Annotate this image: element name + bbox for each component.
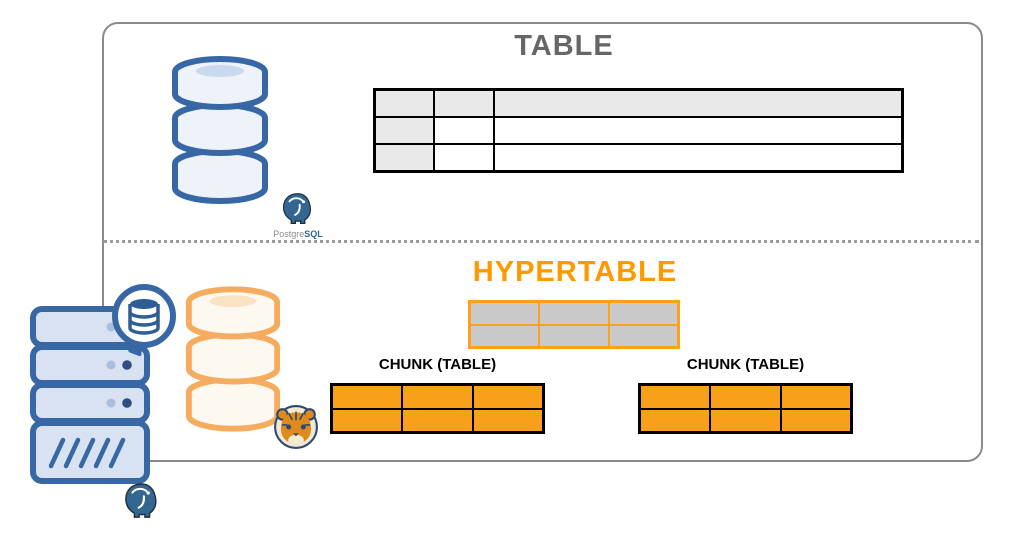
table-cell bbox=[710, 385, 781, 409]
table-cell bbox=[470, 302, 540, 325]
table-cell bbox=[434, 117, 494, 144]
table-cell bbox=[434, 144, 494, 171]
table-section-title: TABLE bbox=[514, 30, 614, 62]
table-cell bbox=[640, 408, 711, 432]
table-cell bbox=[539, 324, 609, 347]
timescale-tiger-icon bbox=[273, 404, 319, 450]
table-cell bbox=[494, 90, 902, 117]
postgresql-elephant-icon bbox=[282, 193, 311, 225]
hypertable-section-title: HYPERTABLE bbox=[472, 256, 678, 288]
postgresql-elephant-icon bbox=[123, 481, 161, 521]
chunk-left-table-graphic bbox=[330, 383, 545, 434]
table-cell bbox=[494, 117, 902, 144]
server-rack-icon bbox=[26, 304, 156, 486]
chunk-right-table-graphic bbox=[638, 383, 853, 434]
table-cell bbox=[375, 117, 434, 144]
table-cell bbox=[539, 302, 609, 325]
table-cell bbox=[472, 385, 543, 409]
table-cell bbox=[494, 144, 902, 171]
postgresql-logo-text: PostgreSQL bbox=[273, 229, 323, 239]
table-cell bbox=[332, 385, 403, 409]
database-badge-icon bbox=[112, 284, 176, 348]
table-cell bbox=[710, 408, 781, 432]
hypertable-database-cylinder-icon bbox=[182, 286, 284, 432]
table-cell bbox=[470, 324, 540, 347]
postgres-table-graphic bbox=[373, 88, 904, 173]
table-cell bbox=[640, 385, 711, 409]
table-cell bbox=[332, 408, 403, 432]
section-divider bbox=[103, 240, 979, 243]
table-cell bbox=[472, 408, 543, 432]
table-cell bbox=[780, 385, 851, 409]
table-cell bbox=[375, 90, 434, 117]
chunk-right-label: CHUNK (TABLE) bbox=[686, 356, 805, 373]
postgres-database-cylinder-icon bbox=[168, 56, 272, 204]
table-cell bbox=[402, 408, 473, 432]
table-cell bbox=[434, 90, 494, 117]
hypertable-grid-graphic bbox=[468, 300, 680, 349]
table-cell bbox=[375, 144, 434, 171]
postgresql-logo: PostgreSQL bbox=[266, 192, 330, 239]
table-cell bbox=[780, 408, 851, 432]
chunk-left-label: CHUNK (TABLE) bbox=[378, 356, 497, 373]
table-cell bbox=[608, 302, 678, 325]
table-cell bbox=[402, 385, 473, 409]
table-cell bbox=[608, 324, 678, 347]
